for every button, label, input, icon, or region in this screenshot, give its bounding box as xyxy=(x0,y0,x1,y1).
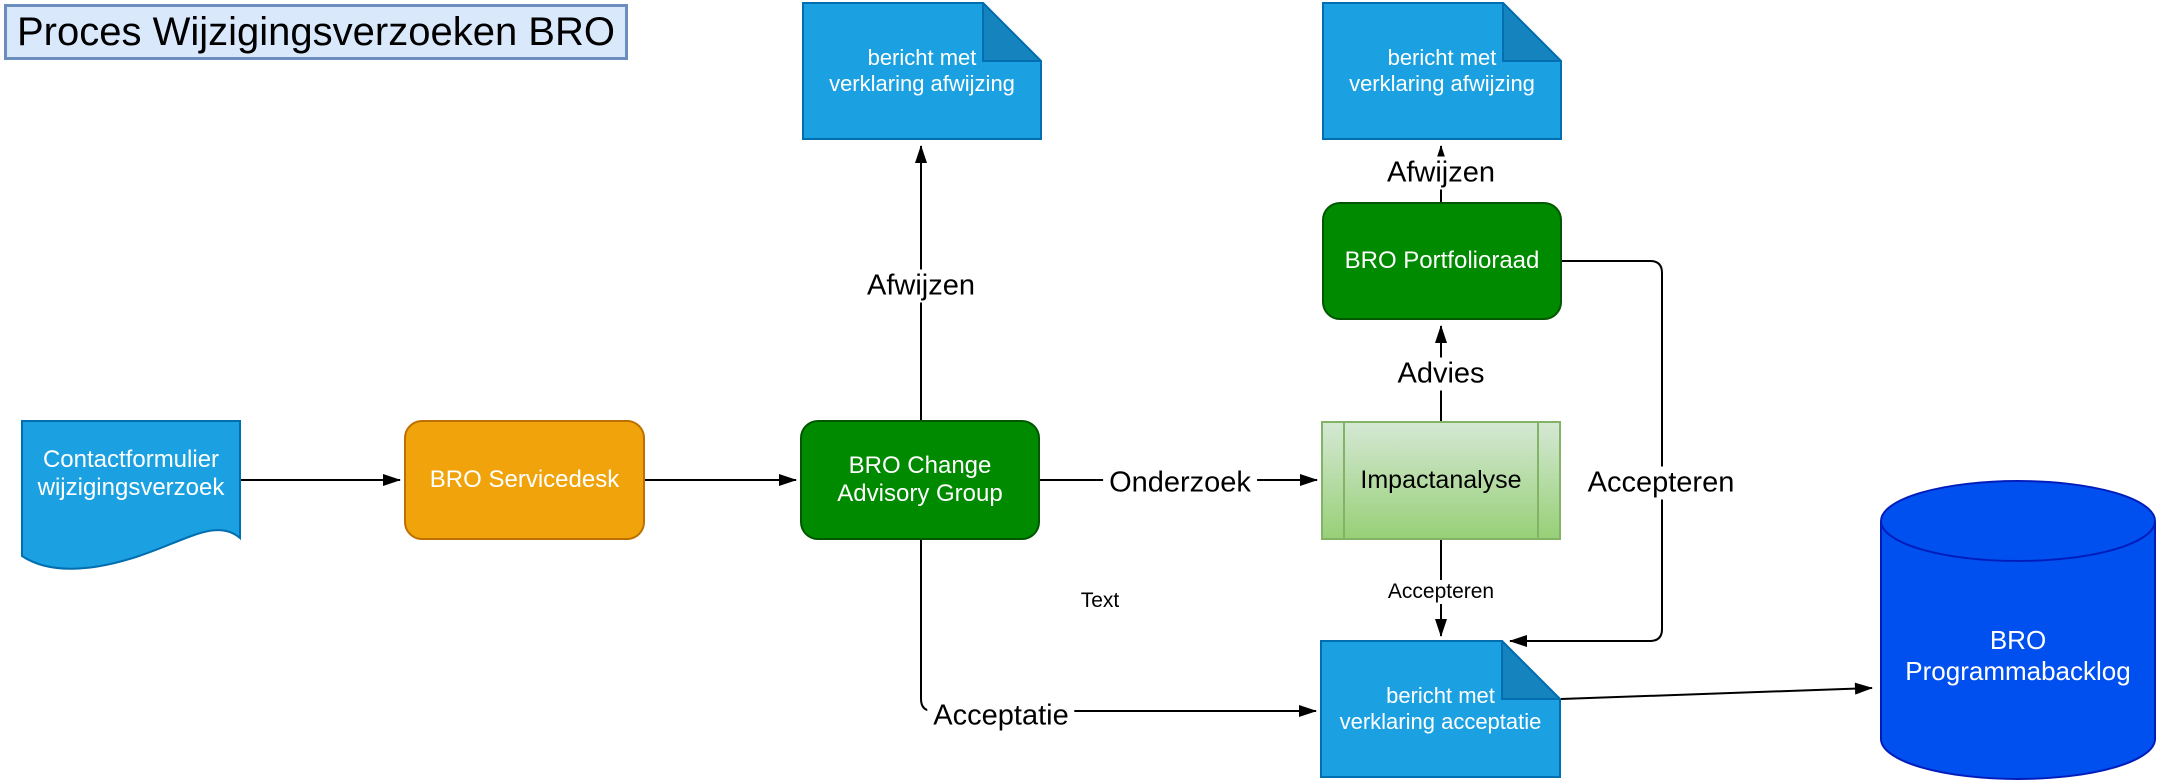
note-shape xyxy=(802,2,1042,140)
node-label: BRO Servicedesk xyxy=(429,465,620,493)
node-bro-change-advisory-group[interactable]: BRO Change Advisory Group xyxy=(800,420,1040,540)
process-shape xyxy=(1321,421,1561,540)
node-bericht-verklaring-acceptatie[interactable]: bericht met verklaring acceptatie xyxy=(1320,640,1561,778)
node-label: Contactformulier wijzigingsverzoek xyxy=(37,445,225,501)
node-label: bericht met verklaring afwijzing xyxy=(1349,45,1535,96)
edge-label-accepteren-portfolioraad: Accepteren xyxy=(1581,466,1741,500)
node-bericht-verklaring-afwijzing-2[interactable]: bericht met verklaring afwijzing xyxy=(1322,2,1562,140)
node-bericht-verklaring-afwijzing-1[interactable]: bericht met verklaring afwijzing xyxy=(802,2,1042,140)
node-bro-programmabacklog[interactable]: BRO Programmabacklog xyxy=(1879,479,2157,781)
node-label: Impactanalyse xyxy=(1360,465,1522,494)
node-label: bericht met verklaring acceptatie xyxy=(1339,683,1542,734)
note-shape xyxy=(1320,640,1561,778)
node-label: BRO Programmabacklog xyxy=(1905,625,2131,686)
node-bro-servicedesk[interactable]: BRO Servicedesk xyxy=(404,420,645,540)
node-label: bericht met verklaring afwijzing xyxy=(829,45,1015,96)
note-shape xyxy=(1322,2,1562,140)
edge-label-afwijzen-cag: Afwijzen xyxy=(861,269,981,303)
node-contactformulier-wijzigingsverzoek[interactable]: Contactformulier wijzigingsverzoek xyxy=(21,420,241,576)
diagram-title-box[interactable]: Proces Wijzigingsverzoeken BRO xyxy=(4,4,628,60)
node-label: BRO Change Advisory Group xyxy=(837,451,1003,507)
node-label: BRO Portfolioraad xyxy=(1344,246,1540,274)
edge-label-acceptatie: Acceptatie xyxy=(927,699,1075,733)
node-impactanalyse[interactable]: Impactanalyse xyxy=(1321,421,1561,540)
edge-label-onderzoek: Onderzoek xyxy=(1103,466,1257,500)
cylinder-shape xyxy=(1880,480,2156,780)
edge-note-to-programmabacklog xyxy=(1560,682,1873,700)
node-bro-portfolioraad[interactable]: BRO Portfolioraad xyxy=(1322,202,1562,320)
edge-label-afwijzen-portfolioraad: Afwijzen xyxy=(1381,156,1501,190)
diagram-title: Proces Wijzigingsverzoeken BRO xyxy=(17,9,615,54)
edge-label-text-placeholder: Text xyxy=(1074,589,1126,613)
edge-label-advies: Advies xyxy=(1391,357,1491,391)
document-shape xyxy=(21,420,241,570)
edge-label-accepteren-impactanalyse: Accepteren xyxy=(1381,580,1501,604)
edge-cag-acceptatie-to-note xyxy=(920,540,1317,717)
